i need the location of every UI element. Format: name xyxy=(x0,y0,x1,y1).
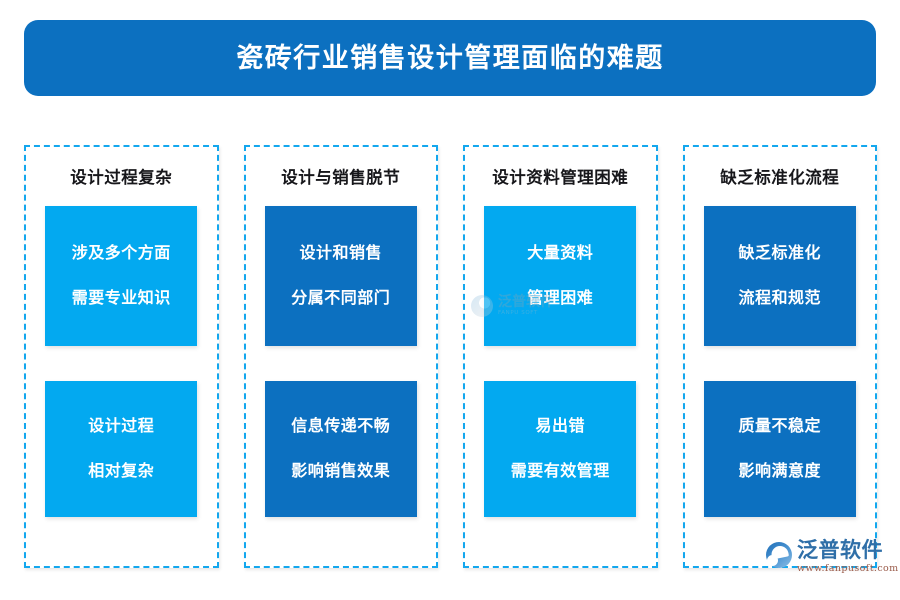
box-line: 管理困难 xyxy=(527,288,594,307)
box-line: 影响销售效果 xyxy=(291,461,391,480)
box-line: 质量不稳定 xyxy=(738,416,821,435)
column-3-box-1: 大量资料 管理困难 xyxy=(484,205,637,346)
column-2-box-2: 信息传递不畅 影响销售效果 xyxy=(264,380,417,517)
page-title: 瓷砖行业销售设计管理面临的难题 xyxy=(236,42,664,74)
box-line: 流程和规范 xyxy=(738,288,821,307)
box-line: 大量资料 xyxy=(527,243,594,262)
column-header: 设计资料管理困难 xyxy=(492,168,629,187)
box-line: 易出错 xyxy=(535,416,585,435)
column-3-box-2: 易出错 需要有效管理 xyxy=(484,380,637,517)
column-design-process-complex: 设计过程复杂 涉及多个方面 需要专业知识 设计过程 相对复杂 xyxy=(24,145,219,568)
column-header: 设计与销售脱节 xyxy=(281,168,401,187)
box-line: 需要专业知识 xyxy=(71,288,171,307)
column-lack-of-standard-process: 缺乏标准化流程 缺乏标准化 流程和规范 质量不稳定 影响满意度 xyxy=(682,145,877,568)
column-header: 缺乏标准化流程 xyxy=(720,168,840,187)
box-line: 涉及多个方面 xyxy=(71,243,171,262)
title-banner: 瓷砖行业销售设计管理面临的难题 xyxy=(24,20,876,96)
column-design-sales-disconnect: 设计与销售脱节 设计和销售 分属不同部门 信息传递不畅 影响销售效果 xyxy=(243,145,438,568)
box-line: 设计和销售 xyxy=(299,243,382,262)
column-1-box-1: 涉及多个方面 需要专业知识 xyxy=(45,205,198,346)
box-line: 相对复杂 xyxy=(88,461,155,480)
box-line: 需要有效管理 xyxy=(510,461,610,480)
box-line: 分属不同部门 xyxy=(291,288,391,307)
box-line: 影响满意度 xyxy=(738,461,821,480)
column-header: 设计过程复杂 xyxy=(70,168,173,187)
box-line: 设计过程 xyxy=(88,416,155,435)
column-4-box-1: 缺乏标准化 流程和规范 xyxy=(703,205,856,346)
column-4-box-2: 质量不稳定 影响满意度 xyxy=(703,380,856,517)
box-line: 信息传递不畅 xyxy=(291,416,391,435)
column-design-data-management: 设计资料管理困难 大量资料 管理困难 易出错 需要有效管理 xyxy=(463,145,658,568)
columns-container: 设计过程复杂 涉及多个方面 需要专业知识 设计过程 相对复杂 设计与销售脱节 设… xyxy=(24,145,877,568)
box-line: 缺乏标准化 xyxy=(738,243,821,262)
column-2-box-1: 设计和销售 分属不同部门 xyxy=(264,205,417,346)
column-1-box-2: 设计过程 相对复杂 xyxy=(45,380,198,517)
